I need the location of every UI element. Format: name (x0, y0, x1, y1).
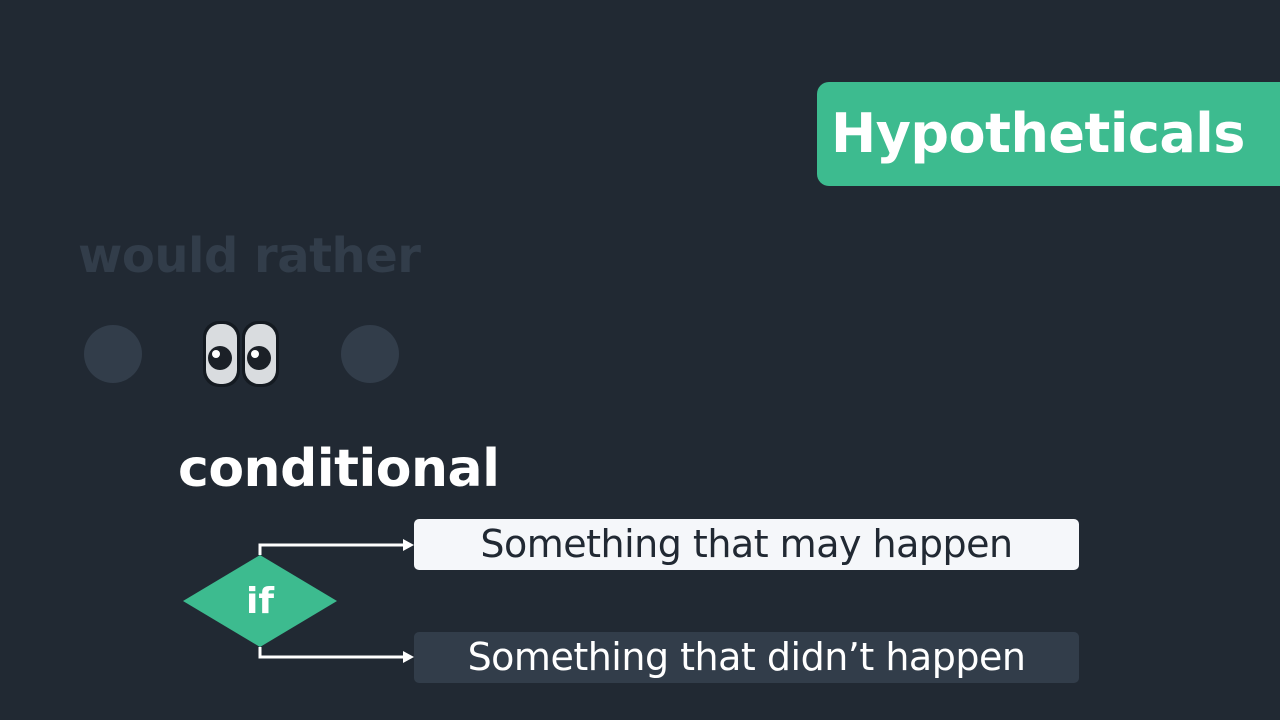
faded-word: would rather (78, 228, 421, 284)
upper-connector (258, 543, 404, 555)
branch-box-didnt-happen: Something that didn’t happen (414, 632, 1079, 683)
lower-connector (258, 647, 404, 659)
upper-arrowhead-icon (403, 539, 414, 551)
left-dot-icon (84, 325, 142, 383)
branch-box-may-happen: Something that may happen (414, 519, 1079, 570)
slide-title: Hypotheticals (817, 82, 1280, 186)
lower-arrowhead-icon (403, 651, 414, 663)
section-label: conditional (178, 439, 500, 499)
if-diamond (183, 555, 337, 647)
diamond-label: if (245, 581, 274, 622)
right-dot-icon (341, 325, 399, 383)
eyes-emoji-icon (203, 321, 279, 387)
